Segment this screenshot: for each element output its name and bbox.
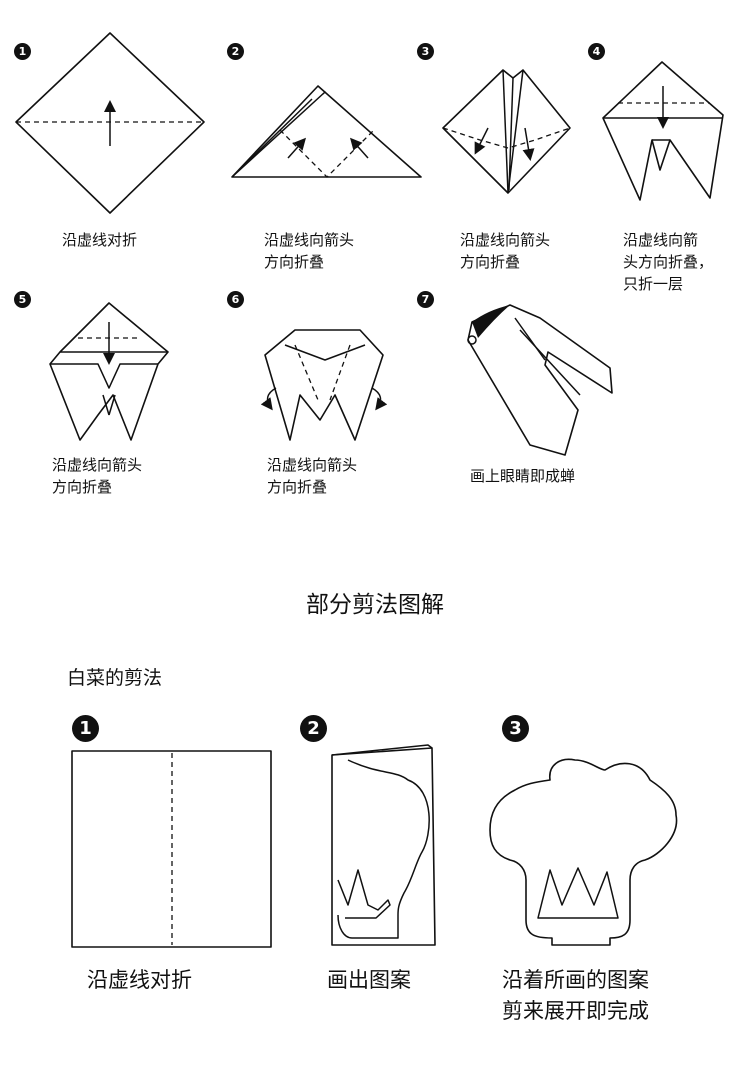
step-number-badge: 5 [14, 291, 31, 308]
step-caption: 沿着所画的图案 剪来展开即完成 [502, 968, 649, 1023]
step-caption: 沿虚线向箭头 方向折叠 [267, 456, 358, 496]
step-caption: 沿虚线向箭 头方向折叠， 只折一层 [623, 231, 714, 293]
step-caption: 沿虚线对折 [87, 968, 192, 992]
cabbage-subtitle: 白菜的剪法 [67, 667, 163, 689]
cicada-step-2-diagram [231, 85, 422, 178]
step-number-badge: 6 [227, 291, 244, 308]
step-number-badge: 2 [227, 43, 244, 60]
cabbage-step-3-diagram [489, 758, 678, 946]
section-title: 部分剪法图解 [306, 592, 444, 618]
step-number-badge: 1 [72, 715, 99, 742]
step-number-badge: 2 [300, 715, 327, 742]
cicada-step-4-diagram [602, 61, 724, 201]
step-caption: 沿虚线对折 [62, 231, 138, 249]
step-number-badge: 4 [588, 43, 605, 60]
cicada-step-6-diagram [260, 329, 388, 441]
step-caption: 沿虚线向箭头 方向折叠 [52, 456, 143, 496]
cabbage-step-2-diagram [331, 744, 436, 946]
step-number-badge: 3 [417, 43, 434, 60]
cicada-step-5-diagram [49, 302, 169, 441]
step-caption: 画出图案 [327, 968, 411, 992]
step-caption: 画上眼睛即成蝉 [470, 467, 576, 485]
step-number-badge: 7 [417, 291, 434, 308]
cicada-step-3-diagram [442, 69, 571, 194]
step-number-badge: 3 [502, 715, 529, 742]
step-caption: 沿虚线向箭头 方向折叠 [264, 231, 355, 271]
step-number-badge: 1 [14, 43, 31, 60]
cabbage-step-1-diagram [71, 750, 272, 948]
cicada-step-1-diagram [15, 32, 205, 214]
step-caption: 沿虚线向箭头 方向折叠 [460, 231, 551, 271]
cicada-step-7-diagram [467, 304, 613, 456]
